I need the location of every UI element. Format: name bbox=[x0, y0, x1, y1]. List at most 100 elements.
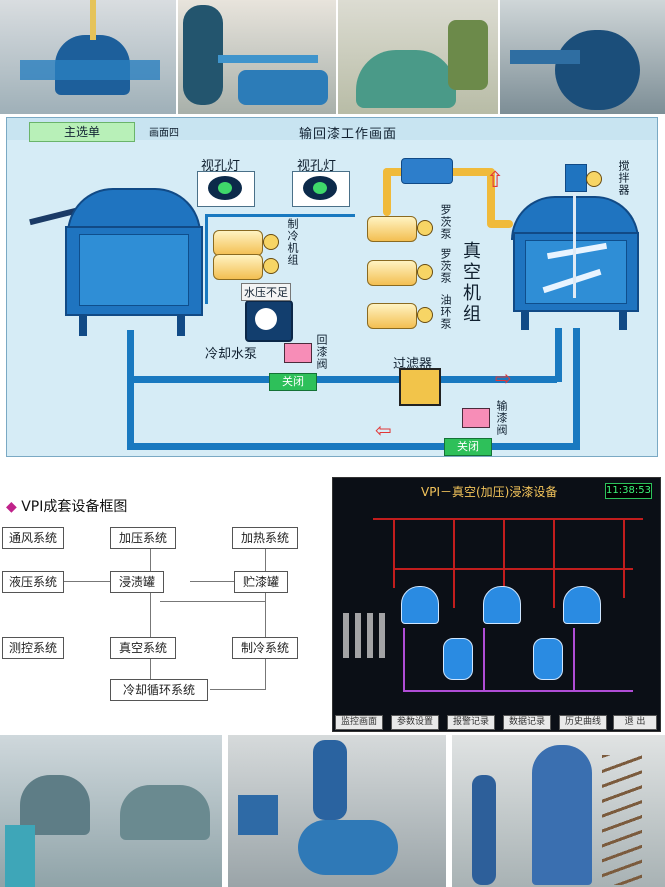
pipe-left-tank-down bbox=[127, 330, 134, 450]
monitor-button-overview[interactable]: 监控画面 bbox=[335, 715, 383, 730]
monitor-button-history[interactable]: 历史曲线 bbox=[559, 715, 607, 730]
screen-header bbox=[7, 118, 657, 140]
roots-pump-2 bbox=[367, 260, 417, 286]
photo-open-lid-tank bbox=[338, 0, 498, 114]
box-storage-tank: 贮漆罐 bbox=[234, 571, 288, 593]
roots-pump-1-gauge bbox=[417, 220, 433, 236]
link-storage-refrigeration bbox=[265, 591, 266, 637]
monitor-button-data[interactable]: 数据记录 bbox=[503, 715, 551, 730]
purple-line-1 bbox=[403, 628, 405, 692]
monitor-clock: 11:38:53 bbox=[605, 483, 652, 499]
refrigeration-gauge-2 bbox=[263, 258, 279, 274]
roots-pump-1 bbox=[367, 216, 417, 242]
vacuum-line-to-tank bbox=[487, 220, 513, 228]
pipe-refrigeration-link bbox=[205, 214, 355, 217]
oil-ring-pump-label: 油环泵 bbox=[439, 294, 452, 330]
storage-tank bbox=[513, 232, 639, 312]
return-valve-indicator[interactable] bbox=[284, 343, 312, 363]
red-main-line bbox=[373, 518, 643, 520]
box-vacuum: 真空系统 bbox=[110, 637, 176, 659]
agitator-label: 搅拌器 bbox=[617, 160, 630, 196]
link-cooling-right bbox=[210, 689, 266, 690]
low-water-pressure-alarm: 水压不足 bbox=[241, 283, 291, 301]
vacuum-line-vertical bbox=[383, 168, 391, 216]
box-refrigeration: 制冷系统 bbox=[232, 637, 298, 659]
roots-pump-2-gauge bbox=[417, 264, 433, 280]
monitor-tank-2 bbox=[483, 586, 521, 624]
roots-pump-1-label: 罗茨泵 bbox=[439, 204, 452, 240]
box-impregnation-tank: 浸渍罐 bbox=[110, 571, 164, 593]
sight-glass-1 bbox=[197, 171, 255, 207]
monitor-button-alarms[interactable]: 报警记录 bbox=[447, 715, 495, 730]
link-refrigeration-cooling bbox=[265, 657, 266, 689]
purple-line-3 bbox=[483, 628, 485, 692]
box-cooling-circulation: 冷却循环系统 bbox=[110, 679, 208, 701]
refrigeration-unit-label: 制冷机组 bbox=[286, 218, 299, 266]
vacuum-filter bbox=[401, 158, 453, 184]
link-pressurizing-impregnation bbox=[150, 547, 151, 571]
tank-leg-right bbox=[177, 314, 185, 336]
red-branch-5 bbox=[623, 518, 625, 598]
purple-line-2 bbox=[403, 690, 633, 692]
pipe-return-horizontal bbox=[127, 376, 557, 383]
sight-glass-2 bbox=[292, 171, 350, 207]
refrigeration-gauge-1 bbox=[263, 234, 279, 250]
refrigeration-compressor-2 bbox=[213, 254, 263, 280]
monitor-button-exit[interactable]: 退 出 bbox=[613, 715, 657, 730]
screen-number: 画面四 bbox=[149, 128, 179, 139]
red-branch-3 bbox=[503, 518, 505, 608]
monitor-storage-1 bbox=[443, 638, 473, 680]
cooling-water-pump-label: 冷却水泵 bbox=[205, 347, 258, 362]
delivery-valve-closed[interactable]: 关闭 bbox=[444, 438, 492, 456]
filter-unit bbox=[399, 368, 441, 406]
monitor-storage-2 bbox=[533, 638, 563, 680]
flow-up-arrow-glyph: ⇧ bbox=[486, 168, 505, 193]
cooling-water-pump-rotor bbox=[255, 308, 277, 330]
link-hydraulic-impregnation bbox=[62, 581, 110, 582]
link-impregnation-storage bbox=[190, 581, 234, 582]
vacuum-line-right bbox=[487, 168, 495, 226]
refrigeration-compressor-1 bbox=[213, 230, 263, 256]
link-heating-storage bbox=[265, 547, 266, 571]
box-ventilation: 通风系统 bbox=[2, 527, 64, 549]
photo-tank-with-pipes bbox=[178, 0, 336, 114]
link-vacuum-cooling bbox=[150, 657, 151, 679]
purple-line-4 bbox=[573, 628, 575, 692]
diagram-title-text: VPI成套设备框图 bbox=[21, 499, 128, 515]
main-menu-button[interactable]: 主选单 bbox=[29, 122, 135, 142]
storage-tank-leg-left bbox=[521, 310, 529, 330]
tank-leg-left bbox=[79, 314, 87, 336]
oil-ring-pump bbox=[367, 303, 417, 329]
link-impregnation-vacuum bbox=[150, 591, 151, 637]
agitator-gauge bbox=[586, 171, 602, 187]
red-mid-line bbox=[393, 568, 633, 570]
delivery-valve-indicator[interactable] bbox=[462, 408, 490, 428]
oil-ring-pump-gauge bbox=[417, 307, 433, 323]
photo-factory-floor bbox=[0, 735, 222, 887]
photo-pit-tank bbox=[228, 735, 446, 887]
return-valve-closed[interactable]: 关闭 bbox=[269, 373, 317, 391]
pipe-right-tank-down bbox=[555, 328, 562, 382]
photo-vacuum-tank-room bbox=[0, 0, 176, 114]
red-branch-2 bbox=[453, 518, 455, 608]
agitator-shaft bbox=[573, 188, 576, 298]
paint-transfer-screen: 主选单 画面四 输回漆工作画面 视孔灯 视孔灯 搅拌器 制冷机组 罗茨泵 罗茨泵… bbox=[6, 117, 658, 457]
diamond-bullet-icon: ◆ bbox=[6, 499, 17, 515]
delivery-valve-label: 输漆阀 bbox=[495, 400, 508, 436]
photo-large-impregnation-tank bbox=[500, 0, 665, 114]
monitor-button-parameters[interactable]: 参数设置 bbox=[391, 715, 439, 730]
flow-right-arrow: ⇨ bbox=[495, 366, 512, 390]
monitor-tank-3 bbox=[563, 586, 601, 624]
screen-title: 输回漆工作画面 bbox=[299, 127, 398, 142]
pipe-refrigeration-down bbox=[205, 214, 208, 304]
storage-tank-leg-right bbox=[619, 310, 627, 330]
photo-tall-tank-platform bbox=[452, 735, 665, 887]
monitor-tank-1 bbox=[401, 586, 439, 624]
box-measurement: 测控系统 bbox=[2, 637, 64, 659]
roots-pump-2-label: 罗茨泵 bbox=[439, 248, 452, 284]
monitor-title: VPI－真空(加压)浸漆设备 bbox=[421, 485, 558, 499]
agitator-motor bbox=[565, 164, 587, 192]
flow-left-arrow: ⇦ bbox=[375, 418, 392, 442]
return-valve-label: 回漆阀 bbox=[315, 334, 328, 370]
vacuum-unit-label: 真空机组 bbox=[460, 241, 481, 325]
